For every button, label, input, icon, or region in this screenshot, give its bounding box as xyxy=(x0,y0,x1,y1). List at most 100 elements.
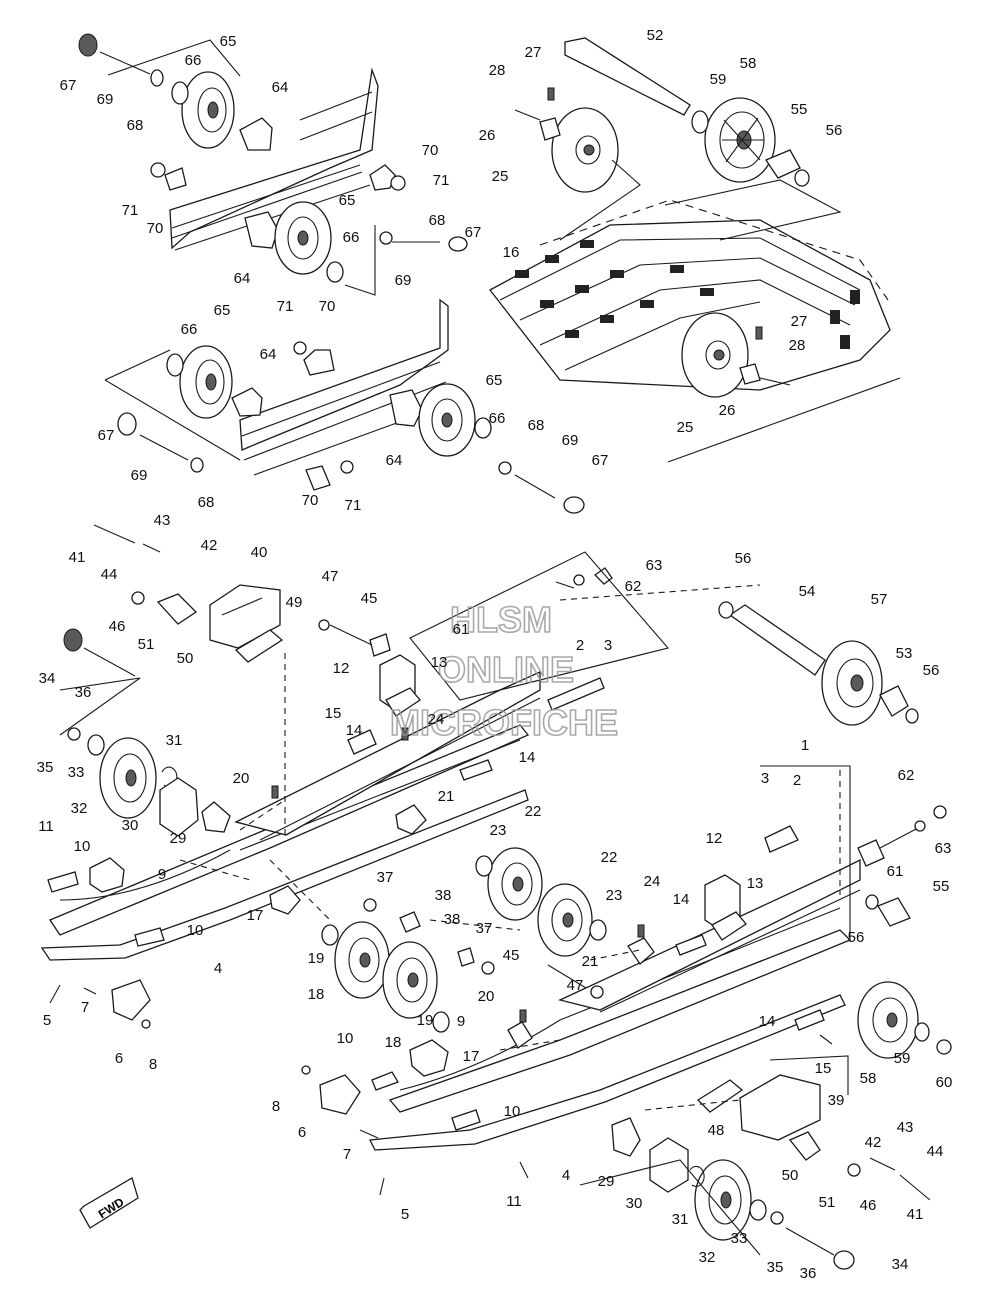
callout-39: 39 xyxy=(828,1092,845,1109)
idler-wheel-18b-icon xyxy=(382,941,438,1019)
callout-10: 10 xyxy=(187,922,204,939)
callout-31: 31 xyxy=(166,732,183,749)
callout-6: 6 xyxy=(115,1050,123,1067)
callout-71: 71 xyxy=(277,298,294,315)
watermark-line3: MICROFICHE xyxy=(390,702,618,743)
callout-35: 35 xyxy=(37,759,54,776)
callout-4: 4 xyxy=(562,1167,570,1184)
callout-23: 23 xyxy=(490,822,507,839)
callout-64: 64 xyxy=(272,79,289,96)
callout-50: 50 xyxy=(177,650,194,667)
callout-66: 66 xyxy=(185,52,202,69)
callout-35: 35 xyxy=(767,1259,784,1276)
callout-43: 43 xyxy=(154,512,171,529)
callout-14: 14 xyxy=(673,891,690,908)
callout-27: 27 xyxy=(525,44,542,61)
callout-17: 17 xyxy=(463,1048,480,1065)
bearing-66-icon xyxy=(171,81,189,105)
callout-42: 42 xyxy=(201,537,218,554)
callout-52: 52 xyxy=(647,27,664,44)
idler-wheel-25b-icon xyxy=(681,312,749,398)
callout-24: 24 xyxy=(644,873,661,890)
callout-55: 55 xyxy=(933,878,950,895)
callout-3: 3 xyxy=(604,637,612,654)
callout-68: 68 xyxy=(429,212,446,229)
callout-67: 67 xyxy=(98,427,115,444)
callout-18: 18 xyxy=(308,986,325,1003)
callout-28: 28 xyxy=(789,337,806,354)
idler-wheel-18a-icon xyxy=(334,921,390,999)
idler-wheel-25a-icon xyxy=(551,107,619,193)
callout-47: 47 xyxy=(322,568,339,585)
callout-64: 64 xyxy=(386,452,403,469)
idler-wheel-22a-icon xyxy=(487,847,543,921)
callout-29: 29 xyxy=(170,830,187,847)
callout-59: 59 xyxy=(894,1050,911,1067)
callout-50: 50 xyxy=(782,1167,799,1184)
callout-49: 49 xyxy=(286,594,303,611)
callout-64: 64 xyxy=(234,270,251,287)
callout-22: 22 xyxy=(525,803,542,820)
rear-wheel-58-icon xyxy=(704,97,776,183)
callout-10: 10 xyxy=(74,838,91,855)
callout-47: 47 xyxy=(567,977,584,994)
callout-31: 31 xyxy=(672,1211,689,1228)
rear-wheel-57-icon xyxy=(821,640,883,726)
callout-46: 46 xyxy=(109,618,126,635)
callout-44: 44 xyxy=(101,566,118,583)
callout-69: 69 xyxy=(97,91,114,108)
callout-5: 5 xyxy=(43,1012,51,1029)
callout-44: 44 xyxy=(927,1143,944,1160)
callout-69: 69 xyxy=(131,467,148,484)
bumper-6b-icon xyxy=(319,1074,361,1115)
cap-67-icon xyxy=(78,33,98,57)
callout-66: 66 xyxy=(343,229,360,246)
callout-69: 69 xyxy=(395,272,412,289)
callout-69: 69 xyxy=(562,432,579,449)
callout-12: 12 xyxy=(706,830,723,847)
idler-wheel-22b-icon xyxy=(537,883,593,957)
callout-68: 68 xyxy=(528,417,545,434)
callout-65: 65 xyxy=(220,33,237,50)
left-slide-rail xyxy=(40,670,541,961)
callout-43: 43 xyxy=(897,1119,914,1136)
callout-62: 62 xyxy=(898,767,915,784)
callout-67: 67 xyxy=(592,452,609,469)
callout-61: 61 xyxy=(887,863,904,880)
callout-38: 38 xyxy=(444,911,461,928)
callout-26: 26 xyxy=(479,127,496,144)
callout-54: 54 xyxy=(799,583,816,600)
callout-25: 25 xyxy=(677,419,694,436)
callout-66: 66 xyxy=(181,321,198,338)
callout-65: 65 xyxy=(214,302,231,319)
callout-36: 36 xyxy=(800,1265,817,1282)
callout-30: 30 xyxy=(122,817,139,834)
callout-12: 12 xyxy=(333,660,350,677)
callout-2: 2 xyxy=(793,772,801,789)
idler-wheel-65b-icon xyxy=(274,201,332,275)
callout-18: 18 xyxy=(385,1034,402,1051)
callout-66: 66 xyxy=(489,410,506,427)
callout-25: 25 xyxy=(492,168,509,185)
callout-23: 23 xyxy=(606,887,623,904)
callout-42: 42 xyxy=(865,1134,882,1151)
callout-5: 5 xyxy=(401,1206,409,1223)
idler-wheel-32b-icon xyxy=(694,1159,752,1241)
callout-32: 32 xyxy=(71,800,88,817)
callout-1: 1 xyxy=(801,737,809,754)
callout-41: 41 xyxy=(69,549,86,566)
bumper-6a-icon xyxy=(111,979,151,1021)
callout-41: 41 xyxy=(907,1206,924,1223)
callout-63: 63 xyxy=(935,840,952,857)
callout-8: 8 xyxy=(149,1056,157,1073)
callout-56: 56 xyxy=(923,662,940,679)
callout-57: 57 xyxy=(871,591,888,608)
stopper-39-icon xyxy=(739,1074,821,1141)
track-belt-16-icon xyxy=(489,219,891,391)
rear-wheel-58b-icon xyxy=(857,981,919,1059)
callout-56: 56 xyxy=(735,550,752,567)
callout-6: 6 xyxy=(298,1124,306,1141)
idler-wheel-32a-icon xyxy=(99,737,157,819)
